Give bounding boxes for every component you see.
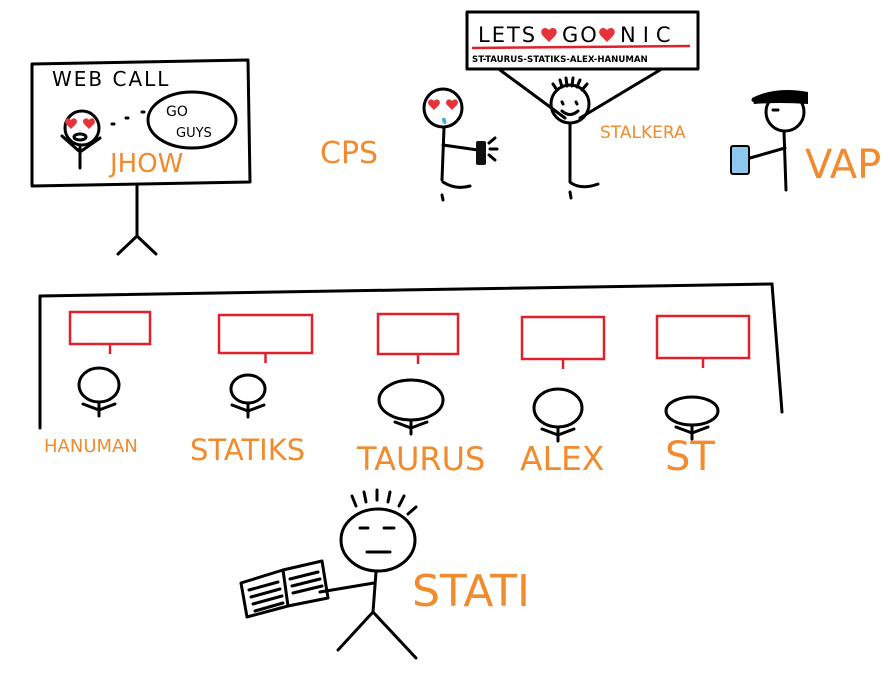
stati-figure: STATI [239,488,530,660]
body [393,418,429,436]
lineup-name: ALEX [520,439,604,478]
vap-figure: VAP [730,90,881,192]
lineup-name: STATIKS [190,433,305,467]
banner-line1-b: GO [562,23,599,47]
lineup-name: TAURUS [356,440,485,478]
bubble-text-go: GO [166,104,188,120]
cps-figure: CPS [320,87,499,202]
head [77,366,121,404]
banner-line1-a: LETS [478,23,537,47]
jhow-figure [60,109,102,170]
empty-sign [655,314,751,360]
phone-icon [476,141,486,165]
banner-sign: LETS GO NIC ST-TAURUS-STATIKS-ALEX-HANUM… [465,10,700,71]
stalkera-label: STALKERA [600,123,686,143]
body [81,400,117,418]
book-icon [239,559,330,619]
lineup-member: STATIKS [190,313,314,467]
webcall-title: WEB CALL [52,67,170,91]
lineup-name: HANUMAN [44,436,138,457]
vap-label: VAP [805,142,881,188]
empty-sign [217,313,314,355]
lineup-member: HANUMAN [44,310,152,457]
lineup-member: ST [655,314,751,480]
head [664,395,720,427]
empty-sign [376,312,460,356]
heart-eye-icon [428,99,440,110]
head [377,378,445,422]
lineup-frame [38,282,784,430]
glass-icon [730,145,750,175]
stalkera-figure: STALKERA [498,68,686,200]
empty-sign [68,310,152,346]
lineup-member: TAURUS [356,312,485,478]
cps-label: CPS [320,136,378,171]
webcall-board: WEB CALL GO GUYS JHOW [30,58,252,256]
stati-label: STATI [412,566,530,617]
bubble-text-guys: GUYS [176,126,212,141]
jhow-label: JHOW [108,149,183,179]
banner-line1-c: NIC [620,23,678,47]
heart-icon [599,27,615,42]
empty-sign [520,315,606,361]
body [540,425,576,443]
lineup-name: ST [665,434,715,480]
heart-eye-icon [83,118,95,129]
speech-bubble [146,90,238,150]
head [229,373,267,405]
heart-eye-icon [65,118,77,129]
heart-eye-icon [446,99,458,110]
lineup-member: ALEX [520,315,606,478]
body [674,423,710,441]
body [230,401,266,419]
head [532,387,584,429]
lineup-row: HANUMAN STATIKS TAURUS ALEX ST [44,310,751,480]
heart-icon [541,27,557,42]
banner-line2: ST-TAURUS-STATIKS-ALEX-HANUMAN [472,55,648,65]
